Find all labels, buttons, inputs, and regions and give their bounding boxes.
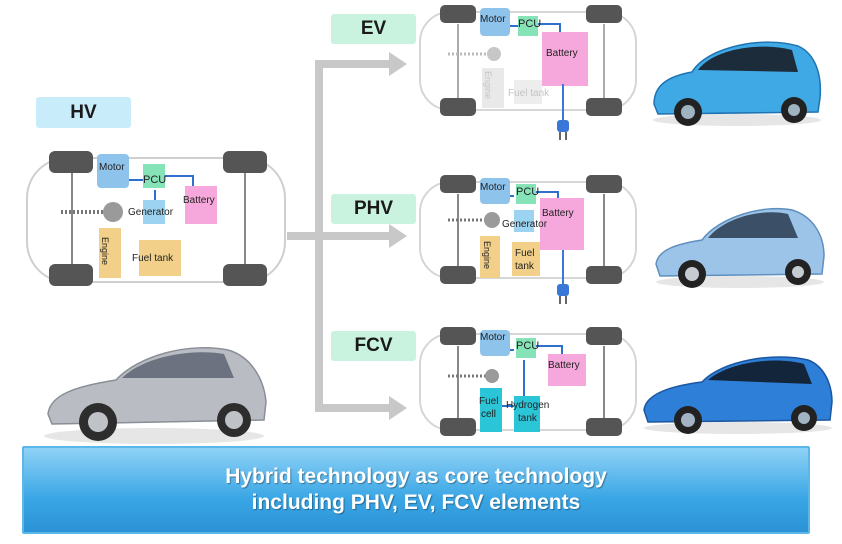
- ev-label: EV: [331, 14, 416, 44]
- fcv-chassis-diagram: Motor PCU Battery Fuel cell Hydrogen tan…: [418, 326, 638, 438]
- phv-generator-label: Generator: [502, 219, 548, 230]
- fcv-hydrogen-tank-box: [514, 396, 540, 432]
- fcv-hydrogen-tank-label-1: Hydrogen: [506, 400, 550, 411]
- hv-fuel-tank-box: [139, 240, 181, 276]
- ev-fuel-tank-box: [514, 80, 542, 104]
- car-photo-icon: [44, 347, 267, 444]
- phv-motor-label: Motor: [480, 182, 506, 193]
- hv-pcu-label: PCU: [143, 174, 167, 186]
- ev-engine-box: [482, 68, 504, 108]
- car-photo-icon: [653, 41, 822, 126]
- ev-pcu-label: PCU: [518, 18, 542, 30]
- hv-chassis-diagram: Motor PCU Battery Generator Engine Fuel …: [25, 150, 287, 290]
- tire-icon: [440, 175, 622, 284]
- fcv-pcu-label: PCU: [516, 340, 540, 352]
- hv-generator-box: [143, 200, 165, 224]
- ev-pcu-box: [518, 16, 538, 36]
- fcv-motor-box: [480, 330, 510, 356]
- phv-fuel-tank-box: [512, 242, 540, 276]
- hv-battery-box: [185, 186, 217, 224]
- tire-icon: [49, 151, 267, 286]
- phv-fuel-tank-label-1: Fuel: [515, 248, 535, 259]
- ev-chassis-diagram: Motor PCU Battery Engine Fuel tank: [418, 4, 638, 118]
- car-photo-icon: [643, 356, 833, 434]
- phv-fuel-tank-label-2: tank: [515, 261, 534, 272]
- ev-battery-label: Battery: [546, 48, 578, 59]
- banner-line-2: including PHV, EV, FCV elements: [251, 491, 581, 514]
- phv-pcu-label: PCU: [516, 186, 540, 198]
- hv-motor-box: [97, 154, 129, 188]
- plug-icon: [557, 84, 569, 140]
- hv-generator-label: Generator: [128, 207, 174, 218]
- phv-battery-label: Battery: [542, 208, 574, 219]
- ev-battery-box: [542, 32, 588, 86]
- banner-line-1: Hybrid technology as core technology: [225, 465, 607, 488]
- ev-engine-label: Engine: [483, 70, 494, 100]
- phv-motor-box: [480, 178, 510, 204]
- hv-label: HV: [36, 97, 131, 128]
- hv-pcu-box: [143, 164, 165, 188]
- ev-motor-box: [480, 8, 510, 36]
- ev-fuel-tank-label: Fuel tank: [508, 88, 550, 99]
- phv-label: PHV: [331, 194, 416, 224]
- phv-pcu-box: [516, 184, 536, 204]
- phv-generator-box: [514, 210, 534, 232]
- plug-icon: [557, 250, 569, 304]
- tire-icon: [440, 327, 622, 436]
- car-photo-icon: [655, 207, 825, 288]
- fcv-fuel-cell-box: [480, 388, 502, 432]
- hv-battery-label: Battery: [183, 195, 215, 206]
- fcv-battery-label: Battery: [548, 360, 580, 371]
- phv-engine-box: [480, 236, 500, 278]
- ev-motor-label: Motor: [480, 14, 506, 25]
- hv-engine-label: Engine: [100, 236, 111, 266]
- fcv-motor-label: Motor: [480, 332, 506, 343]
- fcv-label: FCV: [331, 331, 416, 361]
- phv-battery-box: [540, 198, 584, 250]
- phv-chassis-diagram: Motor PCU Battery Generator Engine Fuel …: [418, 174, 638, 286]
- tire-icon: [440, 5, 622, 116]
- fcv-fuel-cell-label-2: cell: [481, 409, 497, 420]
- hv-engine-box: [99, 228, 121, 278]
- summary-banner: Hybrid technology as core technology inc…: [22, 446, 810, 534]
- phv-engine-label: Engine: [482, 240, 493, 270]
- fcv-battery-box: [548, 354, 586, 386]
- hv-fuel-tank-label: Fuel tank: [132, 253, 174, 264]
- fcv-fuel-cell-label-1: Fuel: [479, 396, 499, 407]
- fcv-hydrogen-tank-label-2: tank: [518, 413, 537, 424]
- fcv-pcu-box: [516, 338, 536, 358]
- hv-motor-label: Motor: [99, 162, 125, 173]
